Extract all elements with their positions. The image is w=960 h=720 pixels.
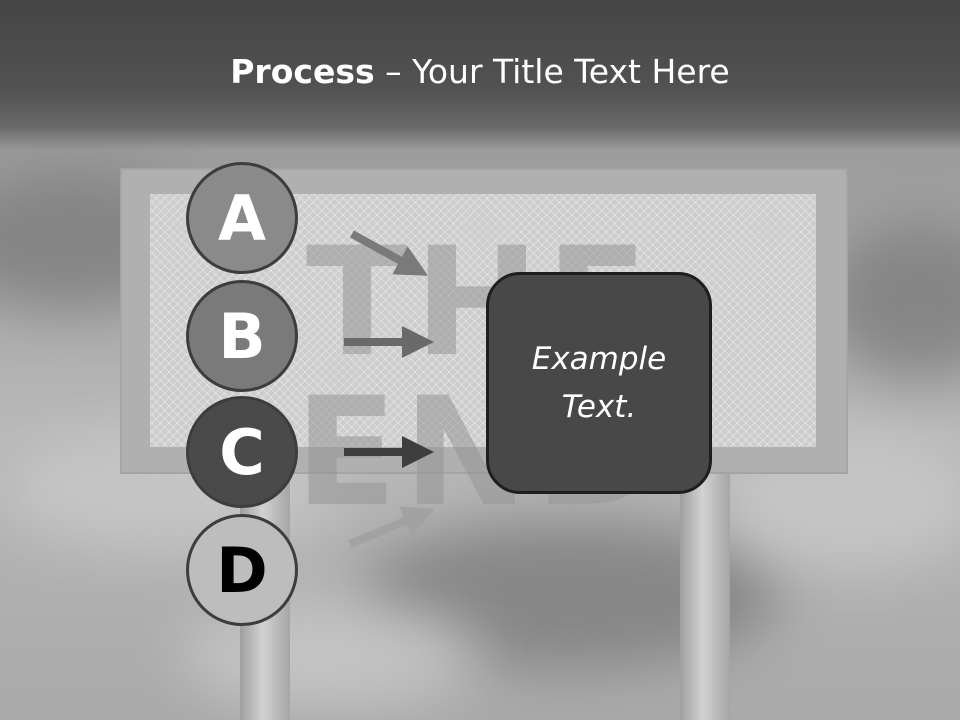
step-letter: B	[218, 299, 266, 373]
sign-post-right	[680, 474, 730, 720]
step-letter: A	[218, 181, 266, 255]
title-rest: – Your Title Text Here	[374, 52, 730, 91]
step-letter: C	[219, 415, 265, 489]
slide-title: Process – Your Title Text Here	[0, 52, 960, 91]
step-letter: D	[216, 533, 268, 607]
step-circle-b: B	[186, 280, 298, 392]
example-line-2: Text.	[561, 389, 637, 425]
arrow-d	[348, 506, 435, 548]
step-circle-a: A	[186, 162, 298, 274]
title-bold: Process	[230, 52, 375, 91]
example-line-1: Example	[531, 340, 667, 377]
arrow-a	[350, 230, 429, 276]
step-circle-c: C	[186, 396, 298, 508]
example-text-box: Example Text.	[486, 272, 712, 494]
title-bar	[0, 0, 960, 150]
step-circle-d: D	[186, 514, 298, 626]
